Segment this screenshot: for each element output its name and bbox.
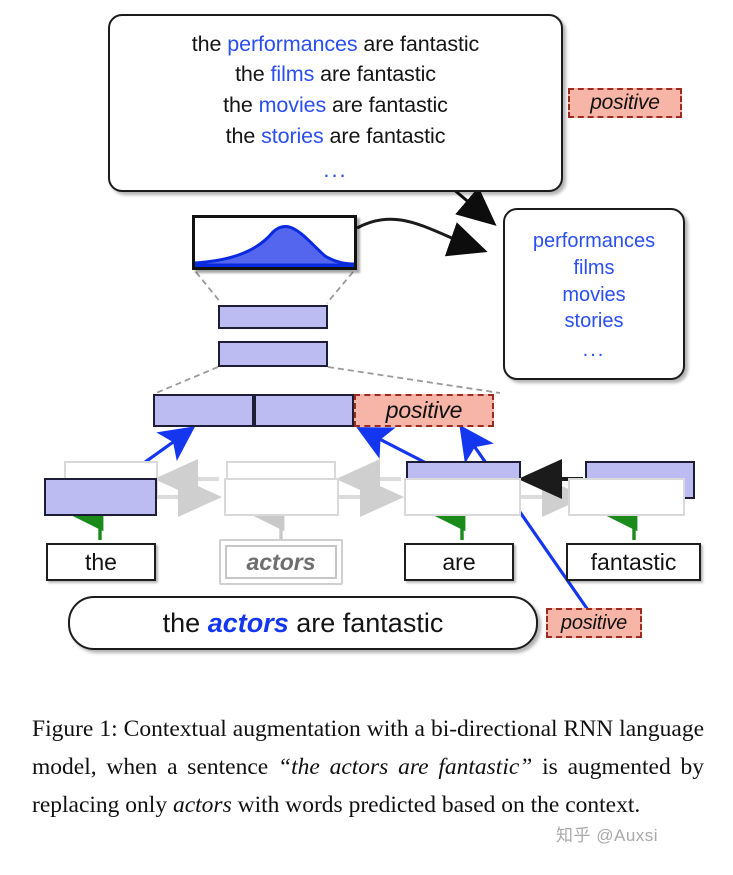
rnn-forward-cell-3 [404, 478, 521, 516]
candidate-line: the performances are fantastic [191, 31, 480, 56]
predicted-word: movies [562, 283, 626, 306]
rnn-forward-cell-2 [224, 478, 339, 516]
caption-italic-word: actors [172, 792, 232, 819]
predicted-words-box: performances films movies stories ... [503, 208, 685, 380]
candidate-word: stories [261, 123, 324, 148]
figure-caption: Figure 1: Contextual augmentation with a… [32, 716, 705, 819]
concat-cell-backward [253, 394, 354, 427]
funnel-line-right-upper [326, 271, 354, 304]
funnel-line-left-upper [195, 271, 222, 304]
status-badge-positive-sentence: positive [546, 608, 642, 638]
input-sentence-text: the actors are fantastic [162, 607, 444, 638]
candidate-line: the stories are fantastic [225, 123, 446, 148]
arrow-distribution-to-wordlist [356, 217, 488, 257]
candidate-word: performances [227, 31, 358, 56]
blue-arrow-backward-to-concat [356, 427, 431, 467]
caption-quoted-sentence: “the actors are fantastic” [278, 754, 533, 781]
candidate-line: the movies are fantastic [223, 93, 448, 117]
caption-label: Figure 1: [32, 716, 118, 742]
candidate-word: films [270, 62, 315, 87]
word-distribution-plot [192, 215, 357, 270]
funnel-line-left-lower [155, 366, 219, 394]
token-box-fantastic[interactable]: fantastic [566, 543, 701, 581]
funnel-line-right-lower [327, 366, 501, 394]
hidden-layer-lower [218, 341, 328, 367]
hidden-layer-upper [218, 305, 328, 329]
concat-cell-forward [153, 394, 254, 427]
distribution-curve [195, 225, 354, 267]
status-badge-positive-top: positive [568, 88, 682, 118]
candidate-line: the films are fantastic [235, 62, 436, 87]
token-box-actors-wrapper[interactable]: actors [219, 539, 343, 585]
predicted-words-ellipsis: ... [582, 338, 606, 361]
token-box-are[interactable]: are [404, 543, 514, 581]
predicted-word: performances [532, 230, 656, 253]
candidate-word: movies [258, 93, 327, 117]
rnn-forward-cell-1 [44, 478, 157, 516]
candidate-ellipsis: ... [323, 157, 348, 183]
watermark: 知乎 @Auxsi [556, 826, 659, 845]
input-sentence-highlight: actors [207, 607, 289, 638]
rnn-forward-cell-4 [568, 478, 685, 516]
predicted-word: films [573, 256, 615, 279]
input-sentence-pill: the actors are fantastic [68, 596, 538, 650]
predicted-word: stories [564, 310, 624, 333]
token-box-actors[interactable]: actors [225, 545, 337, 579]
arrow-candidates-pointer [451, 186, 497, 226]
candidate-sentences-box: the performances are fantastic the films… [108, 14, 563, 192]
status-badge-positive-concat: positive [354, 394, 494, 427]
blue-arrow-label-to-concat [459, 424, 590, 611]
token-box-the[interactable]: the [46, 543, 156, 581]
concatenated-vector [153, 394, 354, 427]
